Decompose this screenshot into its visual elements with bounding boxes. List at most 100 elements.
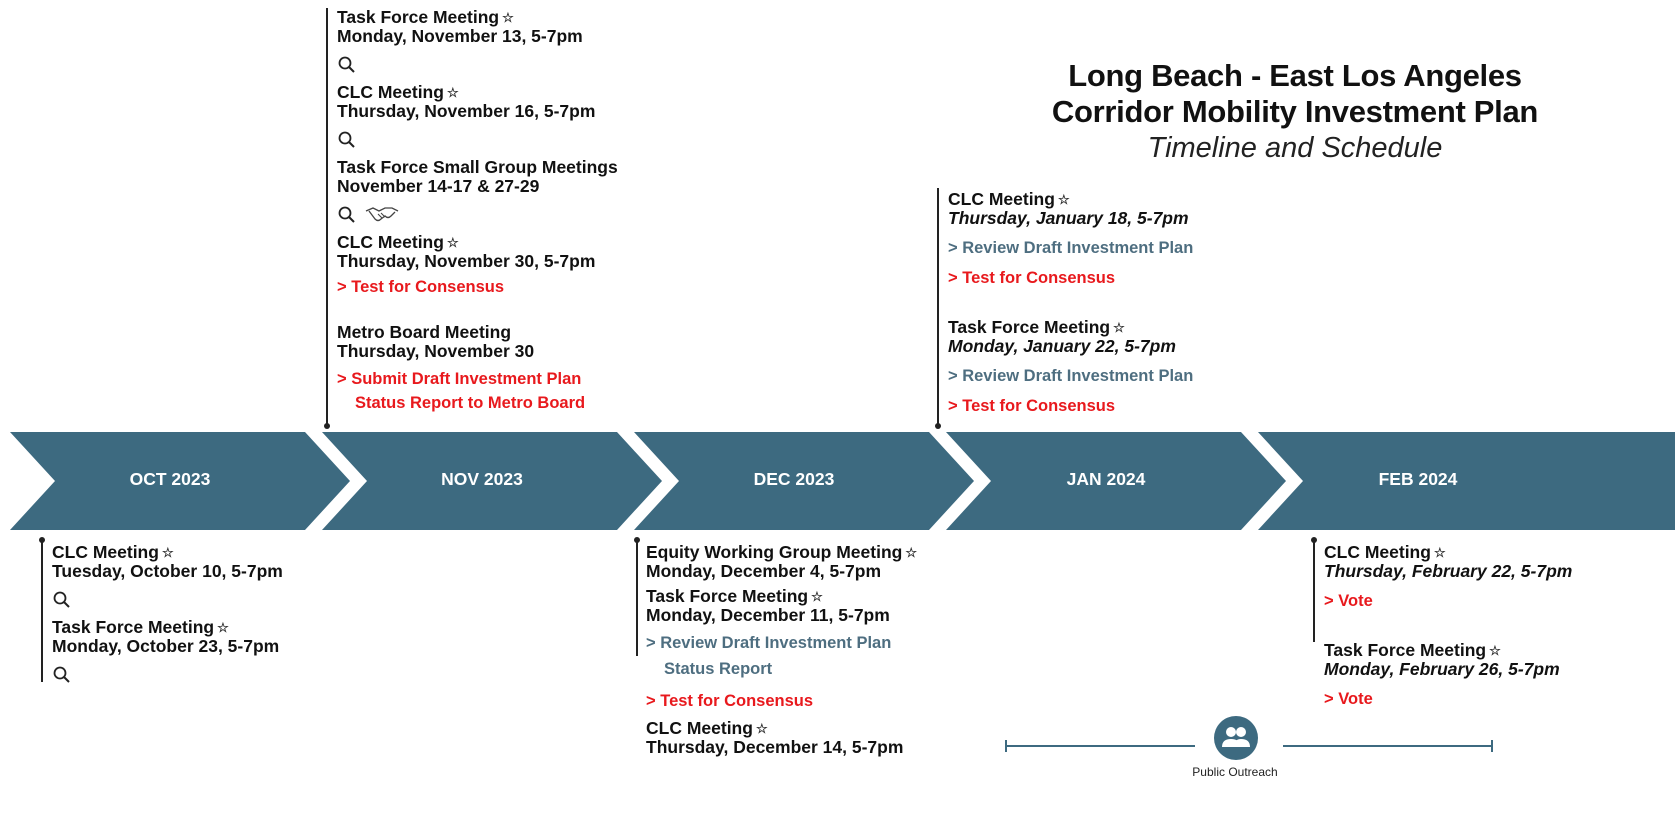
jan-events: CLC Meeting☆ Thursday, January 18, 5-7pm… (948, 190, 1248, 416)
meeting-title-text: CLC Meeting (1324, 543, 1431, 562)
action-item: > Vote (1324, 690, 1373, 708)
meeting-date: Thursday, November 16, 5-7pm (337, 101, 596, 121)
star-icon: ☆ (1057, 192, 1070, 207)
people-icon (1214, 716, 1258, 760)
action-item: > Test for Consensus (948, 397, 1116, 415)
outreach-line-right (1283, 745, 1493, 747)
star-icon: ☆ (217, 620, 229, 635)
meeting-title: Task Force Small Group Meetings (337, 157, 618, 177)
nov-events: Task Force Meeting☆ Monday, November 13,… (337, 8, 647, 413)
star-icon: ☆ (1489, 643, 1501, 658)
outreach-cap-right (1491, 740, 1493, 752)
oct-events: CLC Meeting☆ Tuesday, October 10, 5-7pm … (52, 543, 312, 693)
star-icon: ☆ (811, 589, 823, 604)
meeting-title-text: Task Force Meeting (948, 317, 1111, 337)
action-item: Status Report (664, 660, 773, 678)
meeting-icons (337, 203, 647, 227)
meeting-title-text: CLC Meeting (337, 82, 444, 102)
magnifier-icon (338, 206, 355, 223)
connector-dec (634, 537, 640, 656)
meeting-title: Task Force Meeting☆ (337, 8, 647, 27)
meeting-title-text: Task Force Meeting (52, 617, 215, 637)
month-label-jan: JAN 2024 (1066, 469, 1146, 489)
meeting-title-text: CLC Meeting (646, 718, 753, 738)
meeting-title: CLC Meeting☆ (337, 83, 647, 102)
star-icon: ☆ (446, 85, 459, 100)
meeting-title-text: Equity Working Group Meeting (646, 542, 903, 562)
meeting-item: CLC Meeting☆ Thursday, November 16, 5-7p… (337, 83, 647, 152)
meeting-item: Equity Working Group Meeting☆ Monday, De… (646, 543, 946, 581)
meeting-icons (337, 128, 647, 152)
meeting-item: CLC Meeting☆ Thursday, November 30, 5-7p… (337, 233, 647, 297)
meeting-item: CLC Meeting☆ Thursday, December 14, 5-7p… (646, 719, 946, 757)
action-item: > Test for Consensus (337, 278, 505, 296)
meeting-title: Metro Board Meeting (337, 322, 512, 342)
meeting-item: Task Force Small Group Meetings November… (337, 158, 647, 227)
meeting-item: Task Force Meeting☆ Monday, January 22, … (948, 318, 1248, 416)
meeting-date: Monday, December 11, 5-7pm (646, 605, 890, 625)
meeting-title-text: CLC Meeting (948, 189, 1055, 209)
timeline-ribbon (10, 432, 1675, 530)
chevron-dec (634, 432, 974, 530)
action-item: > Vote (1324, 592, 1373, 610)
meeting-date: Monday, February 26, 5-7pm (1324, 659, 1560, 679)
chevron-nov (322, 432, 662, 530)
meeting-icons (52, 588, 312, 612)
connector-nov (324, 8, 330, 429)
action-item: Status Report to Metro Board (355, 394, 586, 412)
meeting-date: Thursday, January 18, 5-7pm (948, 208, 1189, 228)
chevron-feb (1258, 432, 1675, 530)
meeting-title-text: Task Force Meeting (646, 586, 809, 606)
chevron-jan (946, 432, 1286, 530)
meeting-date: Thursday, February 22, 5-7pm (1324, 561, 1573, 581)
meeting-item: Task Force Meeting☆ Monday, February 26,… (1324, 641, 1675, 709)
meeting-title: CLC Meeting☆ (646, 719, 946, 738)
action-item: > Review Draft Investment Plan (948, 367, 1194, 385)
title-block: Long Beach - East Los Angeles Corridor M… (1015, 58, 1575, 166)
meeting-date: Monday, December 4, 5-7pm (646, 561, 882, 581)
subtitle: Timeline and Schedule (1147, 132, 1443, 164)
connector-jan (935, 188, 941, 429)
star-icon: ☆ (905, 545, 917, 560)
meeting-icons (337, 53, 647, 77)
handshake-icon (365, 207, 399, 222)
meeting-icons (52, 663, 312, 687)
meeting-title: Equity Working Group Meeting☆ (646, 543, 946, 562)
meeting-date: Monday, November 13, 5-7pm (337, 26, 583, 46)
month-label-dec: DEC 2023 (753, 469, 835, 489)
meeting-item: Task Force Meeting☆ Monday, December 11,… (646, 587, 946, 711)
meeting-item: CLC Meeting☆ Tuesday, October 10, 5-7pm (52, 543, 312, 612)
meeting-item: Task Force Meeting☆ Monday, November 13,… (337, 8, 647, 77)
star-icon: ☆ (1433, 545, 1446, 560)
meeting-title: CLC Meeting☆ (52, 543, 312, 562)
action-item: > Review Draft Investment Plan (948, 239, 1194, 257)
meeting-title: Task Force Meeting☆ (52, 618, 312, 637)
star-icon: ☆ (446, 235, 459, 250)
meeting-title: CLC Meeting☆ (1324, 543, 1675, 562)
outreach-line-left (1005, 745, 1195, 747)
meeting-title-text: CLC Meeting (337, 232, 444, 252)
meeting-title: Task Force Meeting☆ (948, 318, 1248, 337)
magnifier-icon (338, 56, 355, 73)
connector-oct (39, 537, 45, 682)
outreach-label: Public Outreach (1192, 765, 1278, 779)
star-icon: ☆ (161, 545, 174, 560)
action-item: > Test for Consensus (948, 269, 1116, 287)
meeting-title-text: CLC Meeting (52, 542, 159, 562)
meeting-title: CLC Meeting☆ (337, 233, 647, 252)
action-item: > Test for Consensus (646, 692, 814, 710)
meeting-date: Thursday, December 14, 5-7pm (646, 737, 904, 757)
meeting-date: Monday, January 22, 5-7pm (948, 336, 1176, 356)
meeting-item: CLC Meeting☆ Thursday, January 18, 5-7pm… (948, 190, 1248, 288)
meeting-title: CLC Meeting☆ (948, 190, 1248, 209)
meeting-title: Task Force Meeting☆ (646, 587, 946, 606)
title-line-2: Corridor Mobility Investment Plan (1051, 94, 1539, 129)
meeting-date: Tuesday, October 10, 5-7pm (52, 561, 283, 581)
star-icon: ☆ (1113, 320, 1125, 335)
star-icon: ☆ (502, 10, 514, 25)
meeting-title-text: Task Force Meeting (337, 7, 500, 27)
month-label-nov: NOV 2023 (441, 469, 523, 489)
connector-feb (1311, 537, 1317, 642)
meeting-item: Metro Board Meeting Thursday, November 3… (337, 323, 647, 413)
meeting-title-text: Task Force Meeting (1324, 640, 1487, 660)
